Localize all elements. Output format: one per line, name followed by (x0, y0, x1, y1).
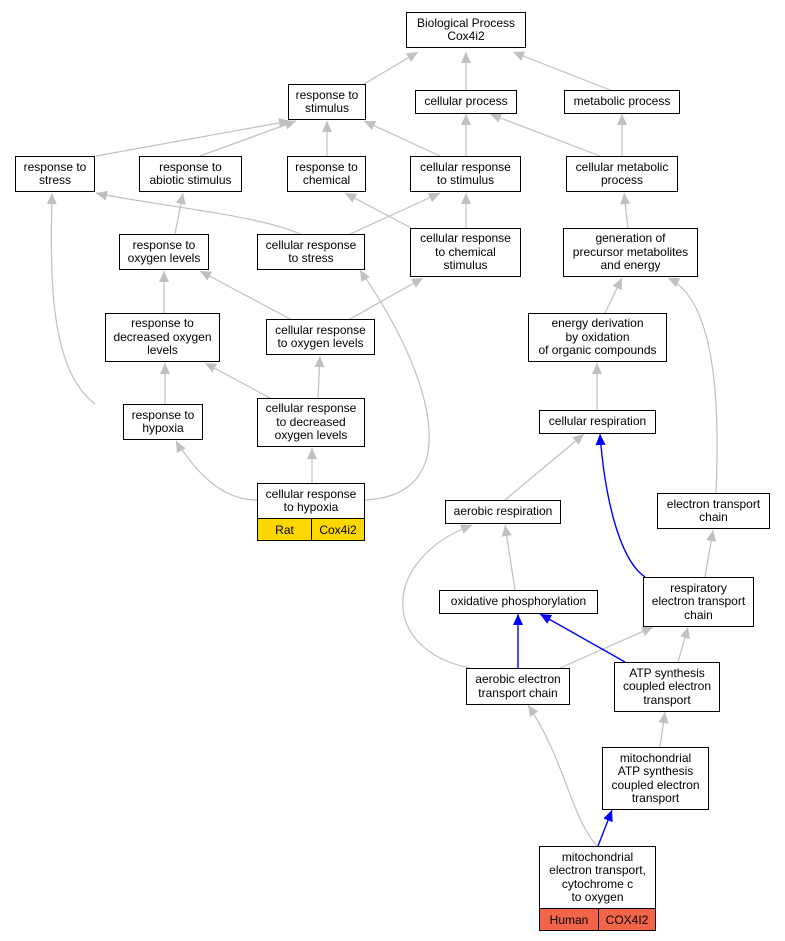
edge-celldecoxy-to-decoxy (204, 362, 271, 399)
node-cellular-metabolic-process[interactable]: cellular metabolic process (566, 156, 678, 192)
edge-hypoxiacell-to-celldecoxy (307, 448, 317, 483)
node-cellular-response-to-chemical-stimulus[interactable]: cellular response to chemical stimulus (410, 228, 521, 277)
node-generation-of-precursor-metabolites[interactable]: generation of precursor metabolites and … (563, 228, 698, 277)
edge-etc-to-gen (667, 277, 718, 494)
edge-aerobicetc-to-oxphos (513, 614, 523, 668)
node-cellular-process[interactable]: cellular process (415, 90, 517, 114)
edge-metab-to-bp (512, 51, 611, 91)
edge-cellmetab-to-metab (617, 114, 627, 156)
node-response-to-hypoxia[interactable]: response to hypoxia (123, 404, 203, 440)
node-energy-derivation-by-oxidation[interactable]: energy derivation by oxidation of organi… (528, 313, 667, 362)
edge-cellstim-to-stimulus (363, 120, 441, 157)
node-respiratory-electron-transport-chain[interactable]: respiratory electron transport chain (643, 577, 754, 627)
edge-abiotic-to-stimulus (199, 120, 297, 157)
node-response-to-oxygen-levels[interactable]: response to oxygen levels (119, 234, 209, 270)
edge-cellstim-to-cellproc (461, 114, 471, 156)
edge-cellmetab-to-cellproc (489, 113, 601, 157)
edge-hypoxia-to-decoxy (160, 363, 170, 404)
node-atp-synthesis-coupled-electron-transport[interactable]: ATP synthesis coupled electron transport (614, 662, 720, 712)
node-response-to-stress[interactable]: response to stress (15, 156, 95, 192)
node-response-to-decreased-oxygen-levels[interactable]: response to decreased oxygen levels (105, 313, 220, 362)
edge-celldecoxy-to-celloxy (314, 355, 325, 399)
node-mitochondrial-electron-transport[interactable]: mitochondrial electron transport, cytoch… (539, 846, 656, 909)
edge-gen-to-cellmetab (620, 192, 631, 229)
node-aerobic-respiration[interactable]: aerobic respiration (445, 500, 561, 524)
node-response-to-abiotic-stimulus[interactable]: response to abiotic stimulus (139, 156, 242, 192)
edge-cellstress-to-stress (95, 190, 301, 235)
node-cellular-response-to-hypoxia[interactable]: cellular response to hypoxia (257, 483, 365, 519)
edge-cellchem-to-chem (344, 192, 416, 231)
edge-hypoxia-to-stress (46, 192, 96, 405)
edge-chem-to-stimulus (322, 121, 332, 156)
edge-aerobicetc-to-respetc (559, 626, 654, 669)
edge-stimulus-to-bp (363, 51, 419, 85)
edge-celloxy-to-oxy (199, 270, 291, 320)
edge-celloxy-to-cellchem (349, 277, 424, 320)
edge-stress-to-stimulus (95, 118, 291, 157)
node-cellular-response-to-oxygen-levels[interactable]: cellular response to oxygen levels (266, 319, 375, 355)
edge-atp-to-oxphos (539, 613, 626, 663)
edge-decoxy-to-oxy (159, 271, 169, 313)
node-metabolic-process[interactable]: metabolic process (564, 90, 680, 114)
node-biological-process[interactable]: Biological Process Cox4i2 (406, 12, 526, 48)
edge-aerobic-to-cellresp (504, 433, 585, 501)
node-response-to-chemical[interactable]: response to chemical (287, 156, 366, 192)
edge-respetc-to-etc (704, 529, 717, 578)
edge-cellproc-to-bp (461, 52, 471, 90)
edge-cellstress-to-cellstim (349, 192, 441, 235)
edge-hypoxiacell-to-hypoxia (175, 440, 258, 501)
edge-oxphos-to-aerobic (501, 524, 516, 591)
edge-mitoatp-to-atp (658, 711, 669, 748)
node-response-to-stimulus[interactable]: response to stimulus (288, 84, 366, 120)
edge-atp-to-respetc (677, 626, 690, 663)
node-cellular-respiration[interactable]: cellular respiration (539, 410, 656, 434)
edge-respetc-to-cellresp (595, 433, 646, 578)
annotation-human-gene: COX4I2 (598, 908, 656, 931)
node-oxidative-phosphorylation[interactable]: oxidative phosphorylation (439, 590, 598, 614)
edge-hypoxiacell-to-cellstress (359, 269, 430, 501)
edge-mitoet-to-aerobicetc (527, 704, 598, 847)
edge-aerobicetc-to-aerobic (402, 524, 473, 669)
node-electron-transport-chain[interactable]: electron transport chain (657, 493, 770, 529)
node-cellular-response-to-stimulus[interactable]: cellular response to stimulus (410, 156, 521, 192)
node-mitochondrial-atp-synthesis[interactable]: mitochondrial ATP synthesis coupled elec… (602, 747, 709, 810)
node-cellular-response-to-stress[interactable]: cellular response to stress (257, 234, 365, 270)
annotation-rat-gene: Cox4i2 (311, 518, 365, 541)
edge-mitoet-to-mitoatp (597, 809, 613, 847)
annotation-rat-species: Rat (257, 518, 312, 541)
node-aerobic-electron-transport-chain[interactable]: aerobic electron transport chain (466, 668, 570, 705)
edge-energy-to-gen (604, 277, 623, 314)
edge-cellresp-to-energy (592, 363, 602, 410)
edge-cellchem-to-cellstim (461, 193, 471, 228)
edge-oxy-to-abiotic (174, 192, 186, 235)
node-cellular-response-to-decreased-oxygen-levels[interactable]: cellular response to decreased oxygen le… (257, 398, 365, 447)
annotation-human-species: Human (539, 908, 599, 931)
